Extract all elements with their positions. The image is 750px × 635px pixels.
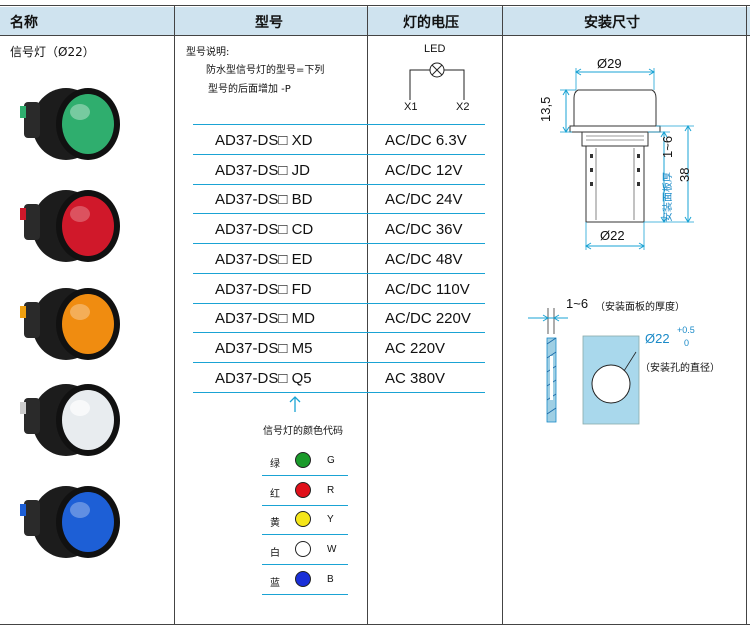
model-row: AD37-DS□ XD AC/DC 6.3V [193, 125, 485, 155]
hole-diameter: Ø22 [645, 331, 670, 346]
hole-tol-zero: 0 [684, 338, 690, 348]
x1-label: X1 [404, 101, 418, 113]
model-code: AD37-DS□ BD [215, 191, 313, 209]
led-circuit-diagram [409, 62, 465, 100]
model-row: AD37-DS□ Q5 AC 380V [193, 363, 485, 393]
divider-4 [746, 5, 747, 625]
header-border [0, 35, 750, 36]
lamp-white-image [20, 384, 120, 456]
model-row: AD37-DS□ ED AC/DC 48V [193, 244, 485, 274]
dim-panel-range: 1~6 [660, 135, 675, 158]
lamp-blue-image [20, 486, 120, 558]
divider-3 [502, 5, 503, 625]
model-code: AD37-DS□ FD [215, 280, 312, 298]
color-code-title: 信号灯的颜色代码 [263, 426, 343, 437]
color-name: 蓝 [270, 577, 280, 589]
panel-hole-drawing [528, 308, 640, 425]
header-model: 型号 [255, 15, 283, 31]
model-voltage: AC 380V [385, 369, 446, 387]
model-list-top-line [193, 124, 485, 125]
model-row: AD37-DS□ JD AC/DC 12V [193, 155, 485, 185]
model-voltage: AC/DC 36V [385, 221, 463, 239]
model-code: AD37-DS□ Q5 [215, 369, 312, 387]
header-band [0, 7, 750, 35]
bottom-border [0, 624, 750, 625]
model-voltage: AC/DC 110V [385, 280, 470, 298]
thickness-label: （安装面板的厚度） [595, 302, 685, 313]
top-border [0, 5, 750, 6]
header-dimensions: 安装尺寸 [584, 15, 640, 31]
model-row: AD37-DS□ BD AC/DC 24V [193, 184, 485, 215]
dim-38: 38 [677, 167, 692, 182]
lamp-dimension-drawing [560, 68, 694, 250]
color-letter: W [327, 544, 337, 556]
arrow-up-icon [289, 396, 301, 412]
model-note-title: 型号说明: [186, 47, 230, 58]
model-note-line2: 型号的后面增加 -P [208, 84, 291, 95]
lamp-red-image [20, 190, 120, 262]
model-row: AD37-DS□ MD AC/DC 220V [193, 303, 485, 334]
color-letter: G [327, 455, 335, 466]
model-note-line1: 防水型信号灯的型号=下列 [206, 65, 325, 76]
color-letter: R [327, 484, 335, 496]
color-dot-icon [295, 570, 311, 587]
lamp-yellow-image [20, 288, 120, 360]
model-code: AD37-DS□ MD [215, 310, 315, 328]
dim-13-5: 13,5 [538, 96, 553, 122]
color-name: 白 [270, 548, 280, 560]
model-row: AD37-DS□ FD AC/DC 110V [193, 274, 485, 304]
model-voltage: AC/DC 6.3V [385, 132, 467, 149]
model-voltage: AC/DC 220V [385, 310, 471, 328]
thickness-value: 1~6 [566, 296, 589, 311]
led-label: LED [424, 43, 446, 55]
model-voltage: AC/DC 24V [385, 191, 463, 209]
color-letter: B [327, 573, 334, 585]
color-dot-icon [295, 481, 311, 498]
dim-panel-label: 安装面板厚 [663, 172, 674, 222]
model-row: AD37-DS□ M5 AC 220V [193, 333, 485, 363]
model-row: AD37-DS□ CD AC/DC 36V [193, 214, 485, 245]
model-voltage: AC/DC 12V [385, 161, 463, 179]
model-code: AD37-DS□ ED [215, 250, 313, 268]
model-voltage: AC 220V [385, 339, 446, 357]
divider-1 [174, 5, 175, 625]
color-dot-icon [295, 511, 311, 528]
model-code: AD37-DS□ M5 [215, 339, 313, 357]
header-name: 名称 [10, 15, 38, 31]
dim-d22: Ø22 [600, 228, 625, 243]
color-dot-icon [295, 452, 311, 468]
divider-2 [367, 5, 368, 625]
model-code: AD37-DS□ CD [215, 221, 314, 239]
color-letter: Y [327, 514, 334, 526]
model-voltage: AC/DC 48V [385, 250, 463, 268]
x2-label: X2 [456, 101, 470, 113]
color-dot-icon [295, 541, 311, 558]
hole-tol-plus: +0.5 [677, 325, 695, 335]
model-code: AD37-DS□ JD [215, 161, 310, 179]
color-name: 红 [270, 488, 280, 500]
header-voltage: 灯的电压 [403, 15, 459, 31]
color-name: 黄 [270, 518, 280, 530]
color-name: 绿 [270, 459, 280, 470]
lamp-green-image [20, 88, 120, 160]
product-name: 信号灯（Ø22） [10, 45, 95, 59]
hole-label: （安装孔的直径） [640, 363, 720, 374]
dim-d29: Ø29 [597, 56, 622, 71]
model-code: AD37-DS□ XD [215, 132, 313, 149]
